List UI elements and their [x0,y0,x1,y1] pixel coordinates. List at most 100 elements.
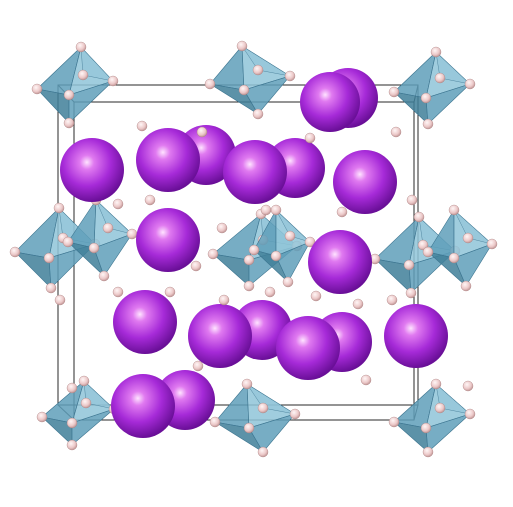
vertex-atom [252,108,264,120]
octahedron [209,378,301,458]
large-sphere [308,230,372,294]
vertex-atom [243,254,255,266]
small-sphere [112,198,124,210]
vertex-atom [270,204,282,216]
vertex-atom [420,92,432,104]
octahedron [204,40,296,120]
octahedron [31,41,119,129]
large-sphere [223,140,287,204]
vertex-atom [282,276,294,288]
large-sphere [111,374,175,438]
small-sphere [190,260,202,272]
vertex-atom [98,270,110,282]
small-sphere [54,294,66,306]
vertex-atom [462,232,474,244]
vertex-atom [388,416,400,428]
vertex-atom [448,252,460,264]
large-sphere [60,138,124,202]
octahedron [36,375,120,451]
vertex-atom [405,287,417,299]
small-sphere [164,286,176,298]
vertex-atom [66,417,78,429]
small-sphere [218,294,230,306]
small-sphere [216,222,228,234]
small-sphere [390,126,402,138]
vertex-atom [289,408,301,420]
vertex-atom [207,248,219,260]
vertex-atom [252,64,264,76]
octahedron [388,378,476,458]
vertex-atom [420,422,432,434]
vertex-atom [63,89,75,101]
vertex-atom [31,83,43,95]
vertex-atom [248,244,260,256]
vertex-atom [88,242,100,254]
small-sphere [352,298,364,310]
small-sphere [304,132,316,144]
vertex-atom [102,222,114,234]
vertex-atom [422,446,434,458]
vertex-atom [284,70,296,82]
small-sphere [336,206,348,218]
small-sphere [264,286,276,298]
small-sphere [310,290,322,302]
vertex-atom [204,78,216,90]
vertex-atom [430,378,442,390]
vertex-atom [257,446,269,458]
vertex-atom [270,250,282,262]
large-sphere [300,72,360,132]
vertex-atom [63,117,75,129]
octahedron [422,204,498,292]
small-spheres-layer [54,120,474,394]
vertex-atom [241,378,253,390]
vertex-atom [236,40,248,52]
vertex-atom [422,118,434,130]
vertex-atom [243,422,255,434]
vertex-atom [80,397,92,409]
vertex-atom [66,439,78,451]
vertex-atom [460,280,472,292]
small-sphere [192,360,204,372]
vertex-atom [243,280,255,292]
vertex-atom [209,416,221,428]
vertex-atom [434,72,446,84]
small-sphere [196,126,208,138]
large-sphere [136,208,200,272]
vertex-atom [107,75,119,87]
large-sphere [384,304,448,368]
vertex-atom [413,211,425,223]
vertex-atom [422,246,434,258]
small-sphere [136,120,148,132]
vertex-atom [53,202,65,214]
small-sphere [462,380,474,392]
vertex-atom [388,86,400,98]
vertex-atom [434,402,446,414]
vertex-atom [257,402,269,414]
vertex-atom [126,228,138,240]
vertex-atom [43,252,55,264]
vertex-atom [9,246,21,258]
vertex-atom [62,236,74,248]
vertex-atom [464,78,476,90]
octahedron [248,204,316,288]
vertex-atom [284,230,296,242]
octahedra-layer [9,40,498,458]
small-sphere [260,204,272,216]
vertex-atom [304,236,316,248]
vertex-atom [77,69,89,81]
vertex-atom [448,204,460,216]
large-sphere [188,304,252,368]
vertex-atom [403,259,415,271]
small-sphere [386,294,398,306]
vertex-atom [238,84,250,96]
octahedron [388,46,476,130]
vertex-atom [464,408,476,420]
vertex-atom [486,238,498,250]
large-sphere [333,150,397,214]
vertex-atom [75,41,87,53]
large-sphere [113,290,177,354]
vertex-atom [78,375,90,387]
vertex-atom [36,411,48,423]
